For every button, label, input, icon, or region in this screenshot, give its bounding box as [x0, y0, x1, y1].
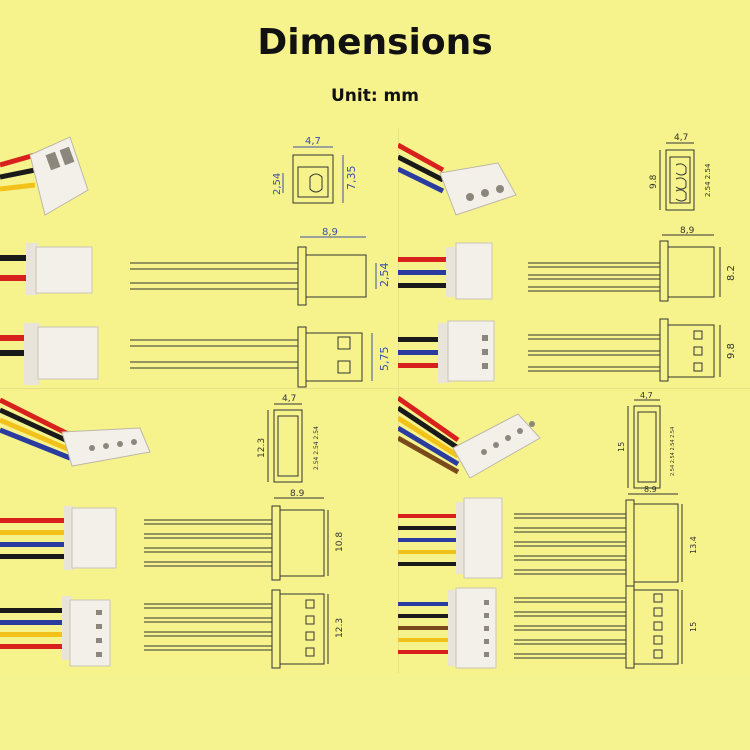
dim-length: 8,9: [322, 227, 338, 238]
dim-height: 15: [617, 442, 626, 452]
dim-side: 10.8: [335, 532, 345, 552]
dim-side2: 15: [689, 622, 698, 632]
dim-length: 8.9: [290, 489, 305, 499]
dim-pitch: 2,54: [272, 173, 283, 195]
dim-pitch: 2.54 2.54: [704, 163, 712, 197]
dim-side: 13.4: [689, 536, 698, 554]
dim-pitch: 2.54 2.54 2.54: [313, 426, 320, 470]
bottom-view-drawing: [144, 589, 329, 669]
dim-top-width: 4,7: [640, 391, 653, 400]
quadrant-4pin: 4,7 12.3 2.54 2.54 2.54 8.9 10.8: [0, 394, 345, 669]
side-view-drawing: [514, 493, 683, 587]
dim-length: 8,9: [680, 226, 695, 236]
unit-label: Unit: mm: [330, 86, 419, 106]
dim-height: 12.3: [257, 438, 267, 458]
quadrant-5pin: 4,7 15 2.54 2.54 2.54 2.54 8.9 13.4: [398, 391, 698, 669]
connector-photo-bottom: [398, 587, 497, 669]
connector-photo-side: [0, 243, 93, 295]
bottom-view-drawing: [130, 326, 373, 388]
dim-side: 2,54: [378, 263, 391, 288]
connector-photo-bottom: [0, 323, 99, 385]
dim-top-width: 4,7: [305, 136, 321, 147]
page-title: Dimensions: [257, 22, 493, 63]
dim-side: 8.2: [726, 265, 737, 281]
connector-photo-angled: [0, 136, 89, 216]
bottom-view-drawing: [528, 318, 721, 382]
footer-band: [0, 676, 750, 750]
bottom-view-drawing: [514, 585, 683, 669]
dim-pitch: 2.54 2.54 2.54 2.54: [670, 427, 676, 476]
connector-photo-angled: [0, 397, 151, 467]
dim-side2: 5,75: [378, 347, 391, 372]
connector-photo-angled: [398, 395, 541, 479]
horizontal-divider: [0, 388, 750, 389]
dim-top-width: 4,7: [282, 394, 296, 404]
dim-height: 9.8: [649, 174, 659, 189]
dim-side2: 12.3: [335, 618, 345, 638]
connector-photo-side: [398, 497, 503, 579]
dim-side2: 9.8: [726, 343, 737, 359]
dim-height: 7,35: [345, 166, 358, 191]
connector-photo-side: [398, 242, 493, 300]
top-view-drawing: [282, 146, 344, 204]
quadrant-3pin: 4,7 9.8 2.54 2.54 8,9 8.2: [398, 133, 737, 383]
connector-photo-bottom: [398, 320, 495, 383]
top-view-drawing: [267, 403, 303, 483]
top-view-drawing: [659, 142, 695, 211]
top-view-drawing: [627, 399, 661, 489]
side-view-drawing: [130, 236, 377, 306]
connector-photo-side: [0, 506, 117, 570]
dim-length: 8.9: [644, 485, 657, 494]
quadrant-2pin: 4,7 7,35 2,54 8,9 2,54 5,75: [0, 136, 391, 388]
connector-photo-bottom: [0, 596, 111, 667]
side-view-drawing: [528, 234, 721, 302]
connector-photo-angled: [398, 142, 517, 216]
side-view-drawing: [144, 497, 329, 581]
dim-top-width: 4,7: [674, 133, 688, 143]
